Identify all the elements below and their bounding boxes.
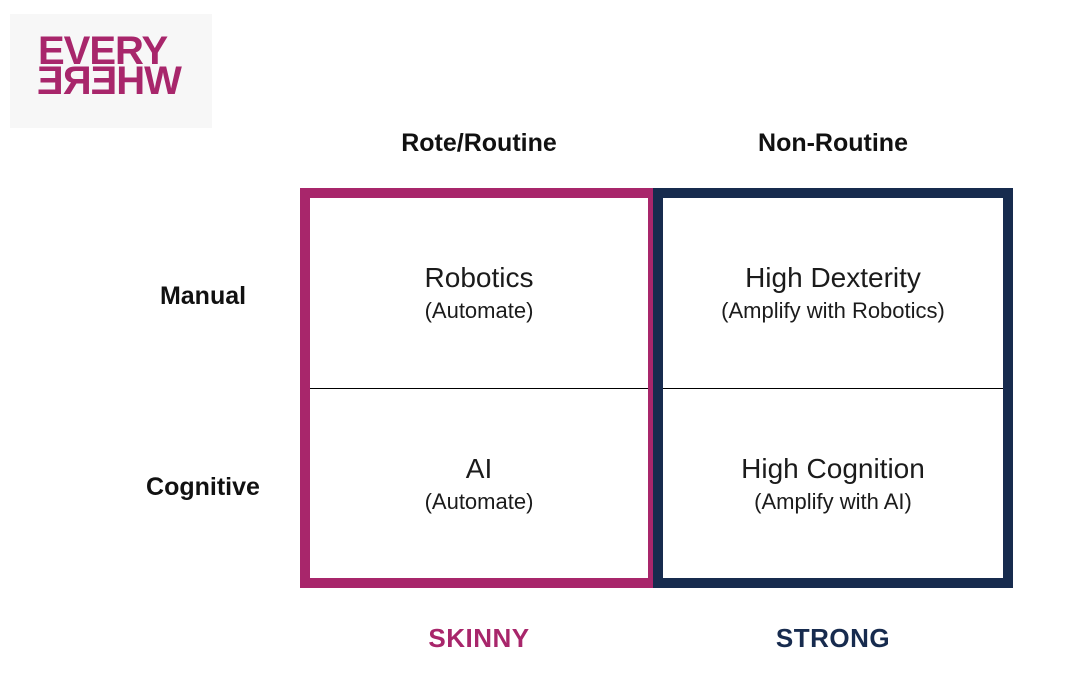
quadrant-cognitive-rote: AI (Automate)	[310, 389, 648, 578]
quadrant-manual-rote: Robotics (Automate)	[310, 198, 648, 388]
quadrant-subtitle-automate-ai: (Automate)	[424, 488, 534, 514]
quadrant-subtitle-amplify-ai: (Amplify with AI)	[754, 488, 912, 514]
quadrant-title-ai: AI	[465, 452, 493, 484]
row-label-manual: Manual	[159, 282, 247, 310]
row-label-cognitive: Cognitive	[146, 473, 260, 501]
column-header-rote-routine: Rote/Routine	[401, 129, 557, 157]
quadrant-title-robotics: Robotics	[424, 262, 534, 293]
quadrant-subtitle-amplify-robotics: (Amplify with Robotics)	[721, 298, 945, 323]
quadrant-subtitle-automate: (Automate)	[424, 298, 534, 323]
quadrant-manual-nonroutine: High Dexterity (Amplify with Robotics)	[663, 198, 1003, 388]
footer-label-skinny: SKINNY	[428, 623, 530, 653]
footer-label-strong: STRONG	[775, 623, 891, 653]
quadrant-title-high-dexterity: High Dexterity	[745, 262, 921, 293]
column-header-non-routine: Non-Routine	[758, 129, 908, 157]
logo-text-every: EVERY	[38, 29, 168, 73]
quadrant-cognitive-nonroutine: High Cognition (Amplify with AI)	[663, 389, 1003, 578]
everywhere-logo: EVERY WHERE	[10, 14, 212, 128]
logo-text-block: EVERY WHERE	[10, 14, 212, 103]
quadrant-title-high-cognition: High Cognition	[741, 452, 925, 484]
logo-text-where-mirrored: WHERE	[38, 59, 182, 103]
strong-column-box	[653, 188, 1013, 588]
